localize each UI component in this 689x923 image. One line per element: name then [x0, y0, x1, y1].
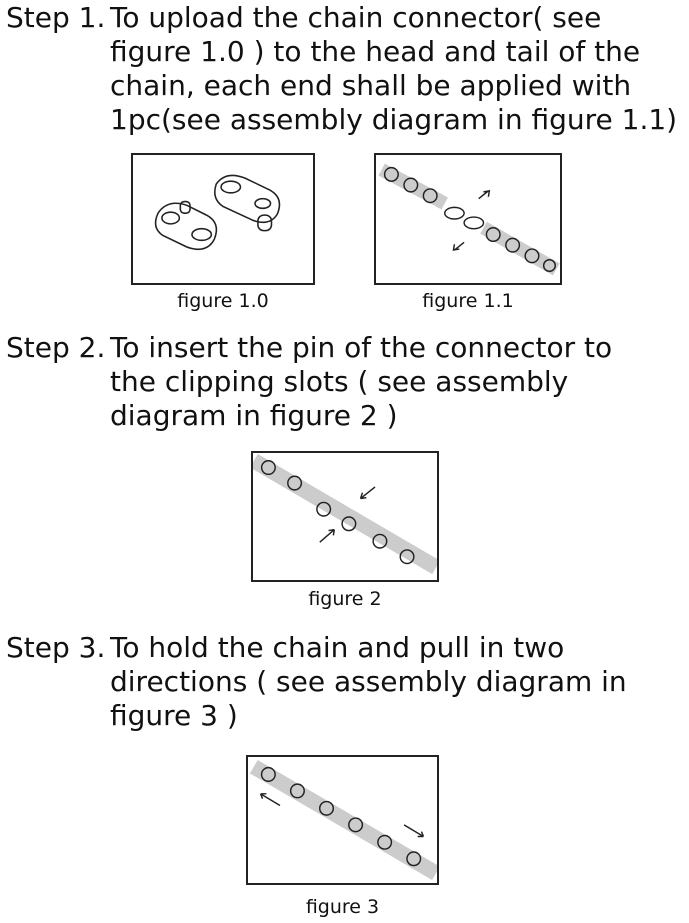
figure-2-image	[251, 451, 439, 582]
step-text-line: To upload the chain connector( see	[110, 1, 602, 34]
step-text-line: directions ( see assembly diagram in	[110, 665, 627, 698]
figure-2-caption: figure 2	[308, 588, 382, 610]
figure-1-1-assembly-image	[374, 153, 562, 285]
step-text-line: figure 1.0 ) to the head and tail of the	[110, 35, 641, 68]
figure-1-0-caption: figure 1.0	[177, 290, 269, 312]
step-text-line: the clipping slots ( see assembly	[110, 365, 569, 398]
step-text-line: chain, each end shall be applied with	[110, 69, 632, 102]
step-label: Step 3.	[6, 631, 106, 664]
step-text-line: To hold the chain and pull in two	[110, 631, 565, 664]
step-label: Step 1.	[6, 1, 106, 34]
figure-3-image	[246, 755, 439, 885]
figure-3-caption: figure 3	[305, 896, 380, 918]
step-text-line: 1pc(see assembly diagram in figure 1.1)	[110, 103, 678, 136]
figure-1-1-caption: figure 1.1	[422, 290, 514, 312]
step-label: Step 2.	[6, 331, 106, 364]
step-text-line: figure 3 )	[110, 699, 238, 732]
figure-1-0-connector-image	[131, 153, 315, 285]
step-text-line: diagram in figure 2 )	[110, 399, 398, 432]
step-text-line: To insert the pin of the connector to	[110, 331, 613, 364]
